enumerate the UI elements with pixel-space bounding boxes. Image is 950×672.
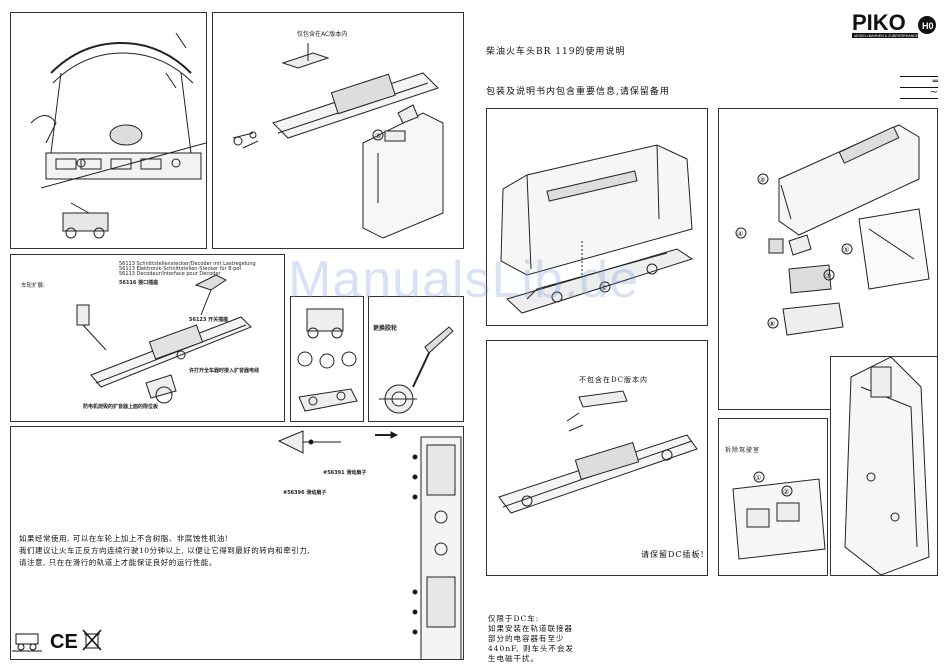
warning-line-2: 我们建议让火车正反方向连续行驶10分钟以上, 以便让它得到最好的转向和牵引力,: [19, 546, 311, 555]
dc-note-line-4: 440nF, 则车头不会发: [488, 644, 574, 653]
red-note: 防电机烧毁的扩音器上面的限位板: [83, 404, 159, 410]
warning-line-1: 如果经常使用, 可以在车轮上加上不含树脂、非腐蚀性机油!: [19, 534, 229, 543]
warning-line-3: 请注意, 只在在滑行的轨道上才能保证良好的运行性能。: [19, 558, 217, 567]
svg-text:②: ②: [783, 488, 789, 496]
diagram-cab-lighting: ③ ④ ⑤ ⑦ ⑧: [735, 124, 930, 336]
manual-title: 柴油火车头BR 119的使用说明: [486, 47, 626, 57]
piko-logo-text: PIKO: [852, 10, 906, 35]
red-note-2: 许打开全车器时接入扩音器电线: [189, 368, 260, 374]
ref-b: #56396 滑动扇子: [283, 490, 327, 496]
ref-a: #56391 滑动扇子: [323, 470, 367, 476]
dc-note-line-3: 部分的电容器有至少: [488, 634, 565, 643]
panel-dc-version: 不包含在DC版本内 请保留DC插板!: [486, 340, 708, 576]
dc-exclusive-label: 不包含在DC版本内: [579, 376, 648, 384]
panel-body-interior: [830, 356, 938, 576]
panel-cab-removal: 拆除驾驶室 ① ②: [718, 418, 828, 576]
diagram-dc-chassis: [498, 390, 698, 514]
note-4: 56116 接口插座: [119, 280, 159, 286]
panel-remove-body: ①: [486, 108, 708, 326]
svg-text:MODELLBAHNEN & ZUBEHÖRHANDEL: MODELLBAHNEN & ZUBEHÖRHANDEL: [854, 34, 920, 38]
dc-note-line-5: 生电磁干扰。: [488, 654, 539, 663]
svg-text:CE: CE: [50, 631, 78, 652]
rubber-tire-label: 更换胶轮: [373, 325, 398, 332]
svg-text:H0: H0: [922, 21, 934, 31]
remove-cab-label: 拆除驾驶室: [725, 447, 761, 454]
diagram-rubber-tire: [379, 326, 454, 414]
svg-text:③: ③: [759, 176, 765, 184]
ce-mark-icon: CE: [50, 630, 78, 653]
svg-text:①: ①: [755, 474, 761, 482]
piko-logo: PIKO H0 MODELLBAHNEN & ZUBEHÖRHANDEL: [852, 8, 942, 44]
note-5: 56123 开关插座: [189, 317, 229, 323]
diagram-locomotive-body: ①: [500, 144, 694, 314]
note-2: 56113 Elektronik-Schnittstellen-Stecker …: [119, 266, 241, 272]
diagram-bogie: [297, 308, 358, 412]
recycle-bin-icon: [82, 628, 102, 652]
note-3: 56113 Decodeur/Interface pour Decoder: [119, 271, 221, 277]
keep-dc-plug-note: 请保留DC插板!: [641, 550, 705, 559]
ac-only-label: 仅包含在AC版本内: [297, 31, 348, 38]
svg-text:④: ④: [737, 230, 743, 238]
svg-text:⑤: ⑤: [843, 246, 849, 254]
notice-text: 包装及说明书内包含重要信息,请保留备用: [486, 87, 670, 97]
power-symbols: ═ ~: [900, 76, 938, 99]
svg-text:⑦: ⑦: [825, 272, 831, 280]
panel-rubber-tire: 更换胶轮: [368, 296, 464, 422]
panel-running-notes: #56391 滑动扇子 #56396 滑动扇子 如果经常使用, 可以在车轮上加上…: [10, 426, 464, 660]
wheel-extension-label: 车轮扩展:: [21, 283, 45, 289]
dc-note-line-1: 仅限于DC车:: [488, 614, 540, 623]
panel-body-removal: [10, 12, 207, 249]
diagram-cab-detail: ① ②: [732, 471, 826, 560]
diagram-ac-chassis: ③: [232, 43, 444, 239]
note-1: 56113 Schnittstellenstecker/Decoder mit …: [119, 261, 256, 267]
diagram-underside: [277, 430, 462, 659]
ac-symbol: ~: [900, 88, 938, 99]
diagram-body-removal: [30, 32, 206, 239]
dc-symbol: ═: [900, 76, 938, 88]
panel-wheel-change: [290, 296, 364, 422]
dc-note: 仅限于DC车: 如果安装在轨道联接器 部分的电容器有至少 440nF, 则车头不…: [488, 614, 574, 664]
svg-text:①: ①: [601, 284, 607, 292]
diagram-sound-chassis: [76, 274, 252, 404]
watermark-text: ManualsLib.de: [288, 251, 640, 309]
rail-car-icon: [12, 628, 42, 652]
diagram-body-interior: [844, 357, 930, 575]
panel-ac-version: 仅包含在AC版本内 ③: [212, 12, 464, 249]
panel-sound-extension: 车轮扩展: 56113 Schnittstellenstecker/Decode…: [10, 254, 285, 422]
svg-text:⑧: ⑧: [769, 320, 775, 328]
dc-note-line-2: 如果安装在轨道联接器: [488, 624, 573, 633]
svg-text:③: ③: [375, 132, 381, 140]
